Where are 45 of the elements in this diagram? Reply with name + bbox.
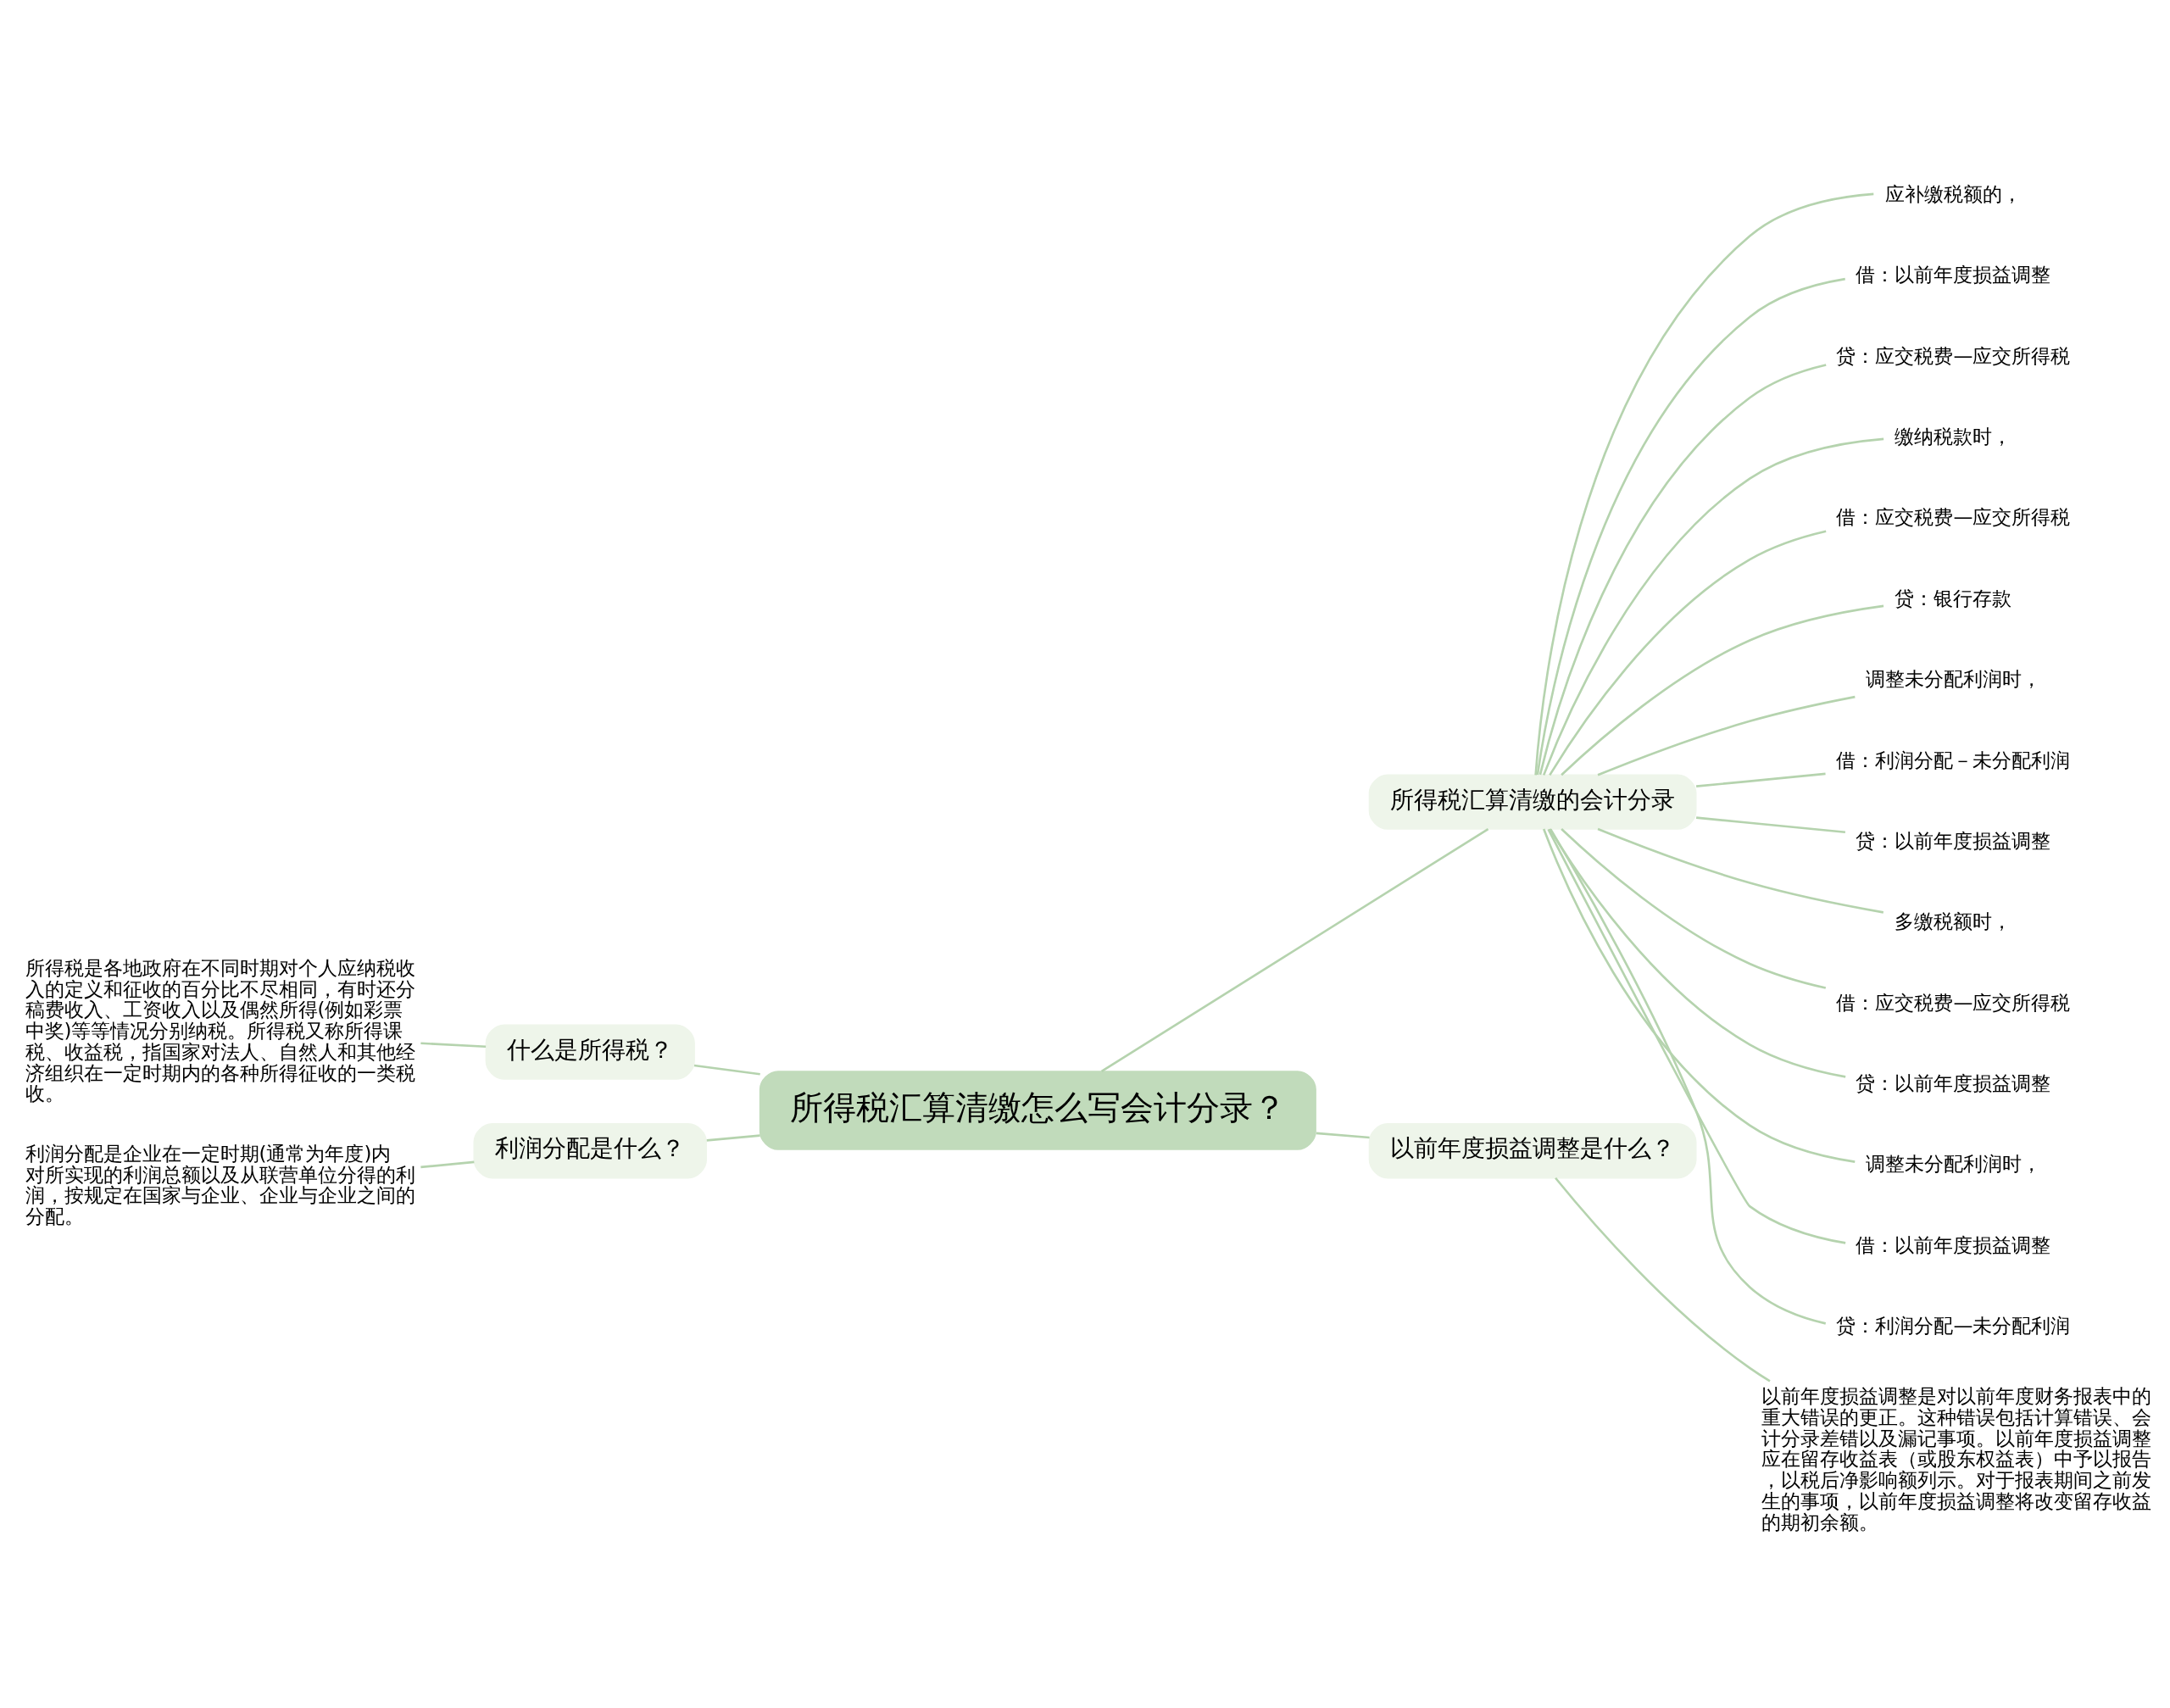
node-box: 什么是所得税？ [485, 1023, 695, 1080]
connector [1695, 815, 1845, 833]
node-text: 利润分配是企业在一定时期(通常为年度)内对所实现的利润总额以及从联营单位分得的利润，按规定在国家与企业、企业与企业之间的分配。 [25, 1142, 415, 1227]
node-text: 调整未分配利润时， [1865, 1152, 2041, 1175]
node-text: 以前年度损益调整是对以前年度财务报表中的重大错误的更正。这种错误包括计算错误、会计分录差错以及漏记事项。以前年度损益调整应在留存收益表（或股东权益表）中予以报告，以税后净影响额列示。对于报表期间之前发生的事项，以前年度损益调整将改变留存收益的期初余额。 [1761, 1384, 2152, 1533]
node-text: 借：应交税费—应交所得税 [1836, 991, 2071, 1014]
connector [693, 1064, 760, 1076]
node-text: 应补缴税额的， [1884, 182, 2022, 205]
connector [1549, 529, 1827, 776]
connector [420, 1160, 475, 1168]
node-box: 利润分配是什么？ [473, 1122, 708, 1178]
node-box: 以前年度损益调整是什么？ [1368, 1122, 1697, 1178]
node-text: 借：以前年度损益调整 [1856, 1233, 2051, 1256]
node-text: 贷：利润分配—未分配利润 [1836, 1314, 2071, 1337]
node-text: 所得税是各地政府在不同时期对个人应纳税收入的定义和征收的百分比不尽相同，有时还分稿费收入、工资收入以及偶然所得(例如彩票中奖)等等情况分别纳税。所得税又称所得课税、收益税，指国家对法人、自然人和其他经济组织在一定时期内的各种所得征收的一类税收。 [25, 956, 415, 1104]
connector [1561, 827, 1827, 989]
node-text: 贷：银行存款 [1895, 587, 2012, 609]
node-text: 贷：应交税费—应交所得税 [1836, 344, 2071, 367]
connector [706, 1133, 760, 1142]
connector [1561, 604, 1884, 776]
connector [1542, 437, 1884, 776]
connector [1555, 1177, 1771, 1383]
connector [1542, 828, 1856, 1163]
node-text: 贷：以前年度损益调整 [1856, 1071, 2051, 1094]
connector [1536, 277, 1845, 775]
connector [1597, 827, 1884, 914]
node-box: 所得税汇算清缴怎么写会计分录？ [759, 1070, 1316, 1150]
connector [1538, 363, 1827, 775]
connector [1316, 1132, 1370, 1138]
connector [1597, 695, 1856, 776]
connector [1549, 827, 1846, 1078]
node-text: 缴纳税款时， [1895, 425, 2012, 448]
node-text: 贷：以前年度损益调整 [1856, 829, 2051, 852]
connector [1100, 827, 1489, 1072]
node-box: 所得税汇算清缴的会计分录 [1368, 774, 1697, 830]
connector [1547, 828, 1846, 1244]
connector [420, 1041, 487, 1048]
node-text: 多缴税额时， [1895, 910, 2012, 932]
node-text: 借：以前年度损益调整 [1856, 263, 2051, 286]
connector [1695, 772, 1826, 787]
node-text: 调整未分配利润时， [1865, 667, 2041, 690]
node-text: 借：利润分配－未分配利润 [1836, 748, 2071, 771]
node-text: 借：应交税费—应交所得税 [1836, 505, 2071, 528]
connector [1550, 828, 1827, 1325]
connector [1534, 192, 1874, 775]
